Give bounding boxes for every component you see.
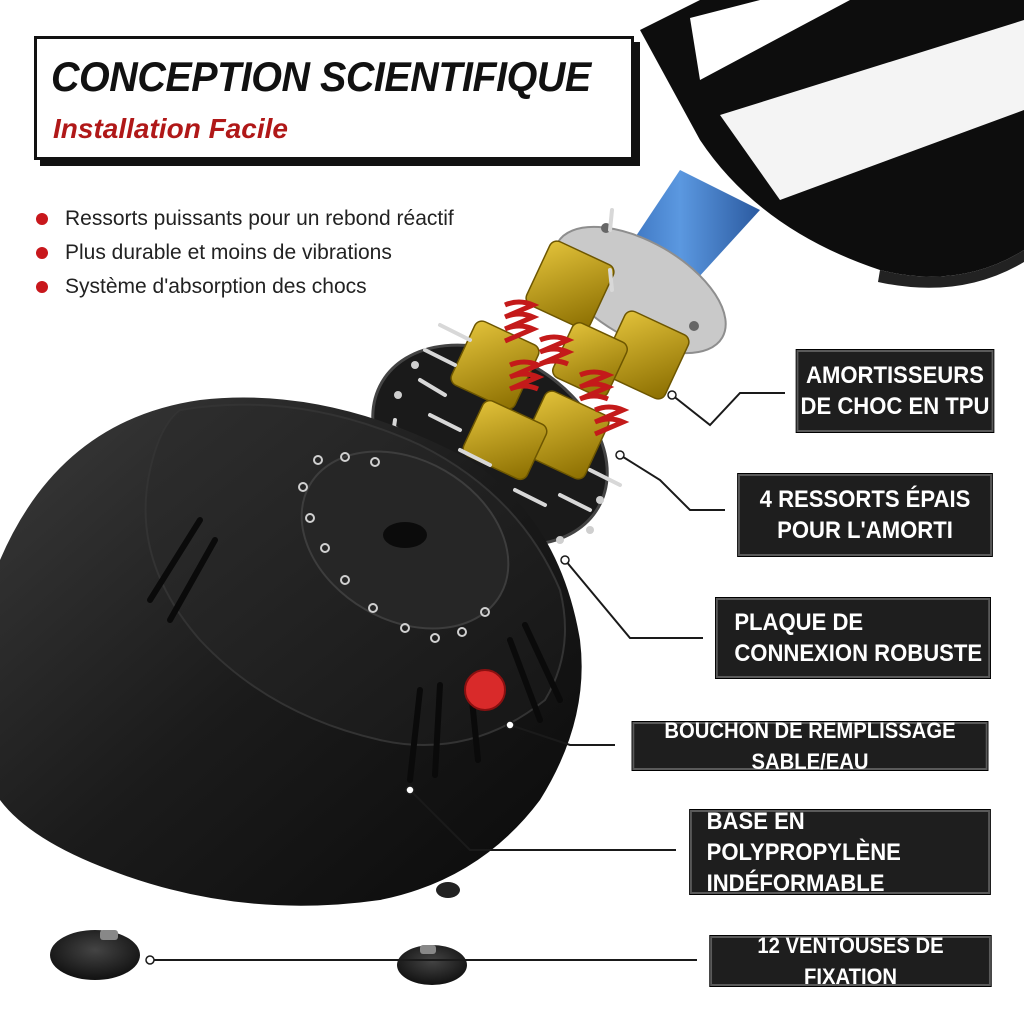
callout-line: INDÉFORMABLE [706, 869, 885, 897]
callout-line: POUR L'AMORTI [777, 517, 953, 544]
callout-line: 4 RESSORTS ÉPAIS [759, 486, 971, 513]
callout-springs: 4 RESSORTS ÉPAIS POUR L'AMORTI [738, 474, 992, 556]
punching-bag-top [640, 0, 1024, 288]
list-item: Ressorts puissants pour un rebond réacti… [32, 202, 592, 236]
callout-line: BOUCHON DE REMPLISSAGE SABLE/EAU [664, 718, 956, 774]
title-card: CONCEPTION SCIENTIFIQUE Installation Fac… [34, 36, 634, 160]
list-item: Système d'absorption des chocs [32, 270, 592, 304]
callout-base: BASE EN POLYPROPYLÈNE INDÉFORMABLE [690, 808, 990, 897]
base-body [0, 397, 582, 906]
tpu-dampers [450, 240, 690, 481]
page-subtitle: Installation Facile [53, 113, 288, 144]
callout-line: BASE EN POLYPROPYLÈNE [706, 807, 901, 866]
list-item: Plus durable et moins de vibrations [32, 236, 592, 270]
bullet-dot-icon [36, 281, 48, 293]
bullet-dot-icon [36, 213, 48, 225]
bullet-dot-icon [36, 247, 48, 259]
feature-text: Ressorts puissants pour un rebond réacti… [65, 207, 454, 230]
callout-line: PLAQUE DE [734, 609, 864, 636]
callout-fill-cap: BOUCHON DE REMPLISSAGE SABLE/EAU [632, 718, 988, 774]
page-title: CONCEPTION SCIENTIFIQUE [51, 53, 591, 100]
callout-line: 12 VENTOUSES DE FIXATION [757, 933, 944, 989]
callout-connection-plate: PLAQUE DE CONNEXION ROBUSTE [715, 598, 991, 678]
feature-text: Plus durable et moins de vibrations [65, 241, 392, 264]
callout-line: AMORTISSEURS [806, 362, 984, 389]
callout-tpu-dampers: AMORTISSEURS DE CHOC EN TPU [796, 350, 994, 432]
callout-line: DE CHOC EN TPU [800, 393, 990, 420]
red-springs [504, 299, 630, 437]
callout-line: CONNEXION ROBUSTE [734, 640, 983, 667]
feature-text: Système d'absorption des chocs [65, 275, 367, 298]
suction-cups [50, 930, 467, 985]
callout-suction-cups: 12 VENTOUSES DE FIXATION [710, 933, 991, 989]
callout-lines [150, 392, 785, 961]
feature-list: Ressorts puissants pour un rebond réacti… [32, 202, 592, 304]
